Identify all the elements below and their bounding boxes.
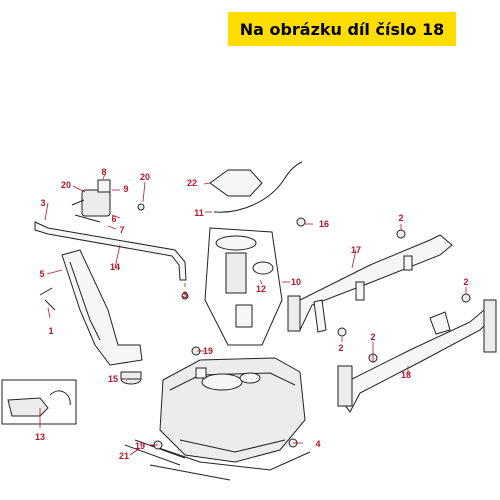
callout-2-b: 2 bbox=[463, 277, 468, 287]
callout-16: 16 bbox=[319, 219, 329, 229]
callout-6: 6 bbox=[111, 214, 116, 224]
callout-14: 14 bbox=[110, 262, 120, 272]
valve-assembly bbox=[71, 179, 111, 223]
callout-18: 18 bbox=[401, 370, 411, 380]
callout-19-a: 19 bbox=[203, 346, 213, 356]
callout-9: 9 bbox=[123, 184, 128, 194]
filler-hose bbox=[61, 249, 143, 366]
hose-11 bbox=[213, 161, 303, 213]
callout-8: 8 bbox=[101, 167, 106, 177]
callout-20-a: 20 bbox=[61, 180, 71, 190]
fuel-pump-box bbox=[204, 227, 283, 346]
callout-19-b: 19 bbox=[135, 441, 145, 451]
callout-7: 7 bbox=[119, 225, 124, 235]
callout-17: 17 bbox=[351, 245, 361, 255]
clamp-ring bbox=[209, 169, 263, 197]
part-13-box bbox=[1, 379, 77, 425]
callout-3-b: 3 bbox=[182, 290, 187, 300]
callouts: 1 2 2 2 2 3 3 4 5 6 7 8 9 10 11 12 13 14… bbox=[35, 167, 469, 461]
part-number-banner: Na obrázku díl číslo 18 bbox=[228, 12, 456, 46]
callout-20-b: 20 bbox=[140, 172, 150, 182]
callout-2-c: 2 bbox=[338, 343, 343, 353]
callout-15: 15 bbox=[108, 374, 118, 384]
callout-5: 5 bbox=[39, 269, 44, 279]
leader-lines bbox=[39, 173, 467, 456]
callout-4: 4 bbox=[315, 439, 320, 449]
frame-18 bbox=[337, 299, 497, 413]
callout-1: 1 bbox=[48, 326, 53, 336]
callout-2-a: 2 bbox=[398, 213, 403, 223]
fasteners bbox=[39, 203, 471, 450]
callout-22: 22 bbox=[187, 178, 197, 188]
callout-12: 12 bbox=[256, 284, 266, 294]
callout-11: 11 bbox=[194, 208, 204, 218]
callout-2-d: 2 bbox=[370, 332, 375, 342]
cap-15 bbox=[120, 371, 142, 385]
callout-21: 21 bbox=[119, 451, 129, 461]
frame-17 bbox=[287, 234, 453, 333]
banner-text: Na obrázku díl číslo 18 bbox=[239, 19, 445, 39]
callout-13: 13 bbox=[35, 432, 45, 442]
vent-pipe bbox=[34, 221, 187, 281]
callout-3-a: 3 bbox=[40, 198, 45, 208]
callout-10: 10 bbox=[291, 277, 301, 287]
fuel-tank bbox=[149, 357, 311, 471]
